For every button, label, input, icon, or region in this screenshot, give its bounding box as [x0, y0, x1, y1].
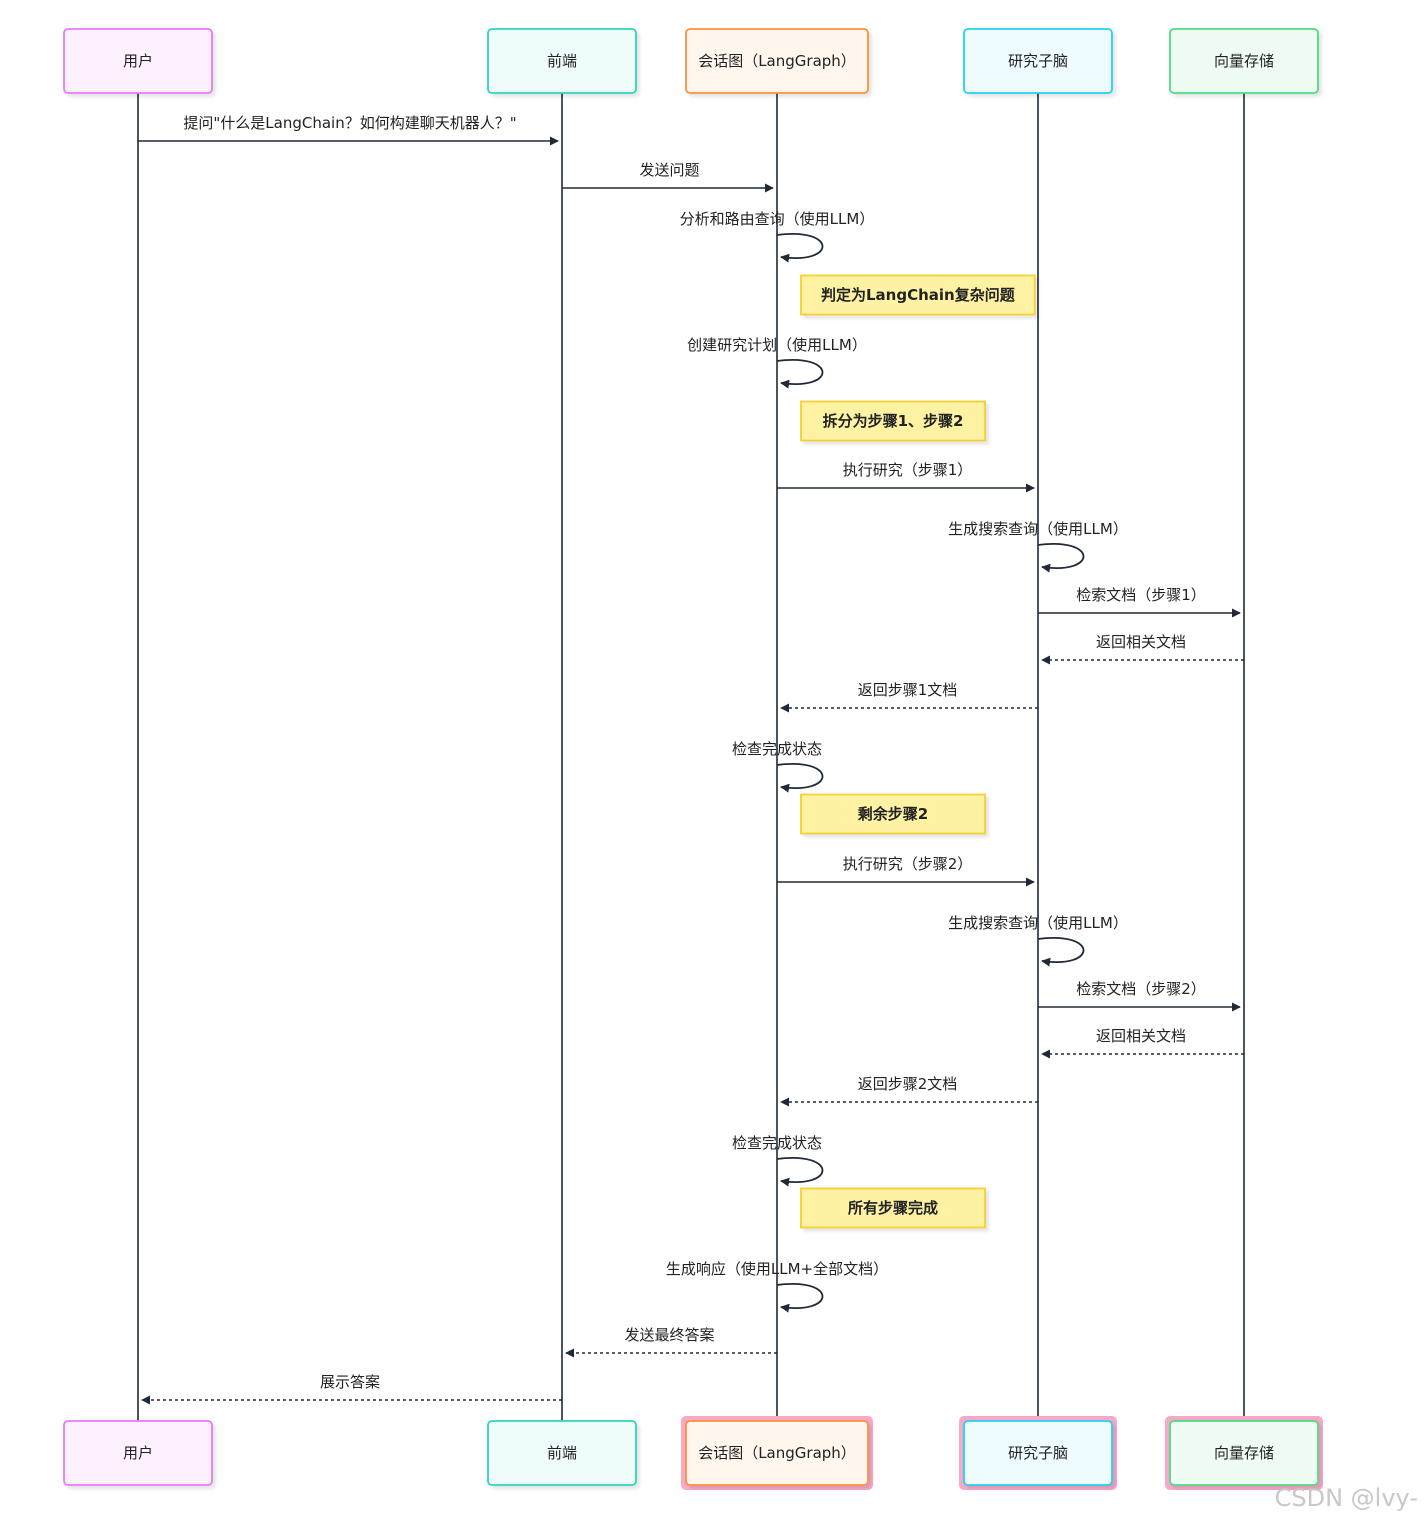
- note-text: 判定为LangChain复杂问题: [821, 286, 1016, 304]
- self-message: 生成搜索查询（使用LLM）: [948, 520, 1128, 573]
- participant-label: 用户: [123, 52, 153, 70]
- participant-box: [685, 28, 869, 94]
- message: 返回相关文档: [1041, 633, 1244, 665]
- self-message: 生成响应（使用LLM+全部文档）: [666, 1260, 888, 1313]
- participant-frontend-bottom: 前端: [487, 1420, 637, 1486]
- self-loop-arrow: [776, 1157, 824, 1187]
- participant-box: [963, 28, 1113, 94]
- message-label: 展示答案: [320, 1373, 380, 1391]
- self-loop-arrow: [1037, 937, 1085, 967]
- note: 所有步骤完成: [800, 1187, 986, 1229]
- self-message-label: 检查完成状态: [732, 740, 822, 758]
- participant-user-bottom: 用户: [63, 1420, 213, 1486]
- participant-user-top: 用户: [63, 28, 213, 94]
- participant-label: 向量存储: [1214, 1444, 1274, 1462]
- participant-graph-top: 会话图（LangGraph）: [685, 28, 869, 94]
- participant-label: 前端: [547, 1444, 577, 1462]
- self-loop-arrow: [776, 233, 824, 263]
- self-message-label: 生成搜索查询（使用LLM）: [948, 520, 1128, 538]
- message-label: 检索文档（步骤2）: [1076, 980, 1206, 998]
- note-text: 所有步骤完成: [848, 1199, 938, 1217]
- note: 拆分为步骤1、步骤2: [800, 400, 986, 442]
- message-label: 发送问题: [639, 161, 699, 179]
- participant-label: 会话图（LangGraph）: [698, 52, 856, 70]
- note: 判定为LangChain复杂问题: [800, 274, 1036, 316]
- message-label: 提问"什么是LangChain？如何构建聊天机器人？": [183, 114, 516, 132]
- messages: 提问"什么是LangChain？如何构建聊天机器人？" 发送问题分析和路由查询（使…: [138, 114, 1244, 1405]
- self-message-label: 分析和路由查询（使用LLM）: [680, 210, 875, 228]
- note: 剩余步骤2: [800, 793, 986, 835]
- message: 返回步骤2文档: [780, 1075, 1038, 1107]
- participant-vector-top: 向量存储: [1169, 28, 1319, 94]
- self-message-label: 生成响应（使用LLM+全部文档）: [666, 1260, 888, 1278]
- self-message: 检查完成状态: [732, 740, 824, 793]
- self-message-label: 创建研究计划（使用LLM）: [687, 336, 867, 354]
- participant-highlight-border: [1165, 1416, 1323, 1490]
- note-box: [800, 400, 986, 442]
- watermark-text: CSDN @lvy-: [1275, 1484, 1418, 1512]
- participant-box: [487, 1420, 637, 1486]
- participant-box: [63, 1420, 213, 1486]
- participant-vector-bottom: 向量存储: [1165, 1416, 1323, 1490]
- self-message-label: 检查完成状态: [732, 1134, 822, 1152]
- note-text: 剩余步骤2: [858, 805, 928, 823]
- message: 发送最终答案: [565, 1326, 777, 1358]
- self-message: 生成搜索查询（使用LLM）: [948, 914, 1128, 967]
- actors: 用户用户前端前端会话图（LangGraph）会话图（LangGraph）研究子脑…: [63, 28, 1323, 1490]
- message-label: 返回步骤1文档: [858, 681, 958, 699]
- message-label: 发送最终答案: [624, 1326, 714, 1344]
- note-box: [800, 1187, 986, 1229]
- participant-box: [63, 28, 213, 94]
- message: 发送问题: [562, 161, 774, 193]
- message: 展示答案: [141, 1373, 562, 1405]
- self-loop-arrow: [1037, 543, 1085, 573]
- participant-research-bottom: 研究子脑: [959, 1416, 1117, 1490]
- participant-highlight-border: [681, 1416, 873, 1490]
- participant-label: 前端: [547, 52, 577, 70]
- participant-box: [487, 28, 637, 94]
- participant-box: [1169, 28, 1319, 94]
- participant-label: 向量存储: [1214, 52, 1274, 70]
- message-label: 返回步骤2文档: [858, 1075, 958, 1093]
- message: 返回相关文档: [1041, 1027, 1244, 1059]
- self-loop-arrow: [776, 359, 824, 389]
- self-message: 分析和路由查询（使用LLM）: [680, 210, 875, 263]
- message-label: 返回相关文档: [1096, 1027, 1186, 1045]
- participant-frontend-top: 前端: [487, 28, 637, 94]
- participant-highlight-border: [959, 1416, 1117, 1490]
- self-message: 创建研究计划（使用LLM）: [687, 336, 867, 389]
- self-message-label: 生成搜索查询（使用LLM）: [948, 914, 1128, 932]
- message: 返回步骤1文档: [780, 681, 1038, 713]
- participant-label: 研究子脑: [1008, 52, 1068, 70]
- participant-box: [685, 1420, 869, 1486]
- self-loop-arrow: [776, 763, 824, 793]
- lifelines: [137, 93, 1245, 1421]
- self-message: 检查完成状态: [732, 1134, 824, 1187]
- participant-graph-bottom: 会话图（LangGraph）: [681, 1416, 873, 1490]
- participant-label: 会话图（LangGraph）: [698, 1444, 856, 1462]
- message: 检索文档（步骤1）: [1038, 586, 1241, 618]
- message-label: 返回相关文档: [1096, 633, 1186, 651]
- note-text: 拆分为步骤1、步骤2: [823, 412, 964, 430]
- message-label: 执行研究（步骤1）: [843, 461, 973, 479]
- message: 提问"什么是LangChain？如何构建聊天机器人？": [138, 114, 559, 146]
- message: 执行研究（步骤2）: [777, 855, 1035, 887]
- message: 检索文档（步骤2）: [1038, 980, 1241, 1012]
- participant-label: 研究子脑: [1008, 1444, 1068, 1462]
- participant-box: [1169, 1420, 1319, 1486]
- self-loop-arrow: [776, 1283, 824, 1313]
- note-box: [800, 793, 986, 835]
- message: 执行研究（步骤1）: [777, 461, 1035, 493]
- note-box: [800, 274, 1036, 316]
- participant-box: [963, 1420, 1113, 1486]
- message-label: 检索文档（步骤1）: [1076, 586, 1206, 604]
- participant-research-top: 研究子脑: [963, 28, 1113, 94]
- message-label: 执行研究（步骤2）: [843, 855, 973, 873]
- participant-label: 用户: [123, 1444, 153, 1462]
